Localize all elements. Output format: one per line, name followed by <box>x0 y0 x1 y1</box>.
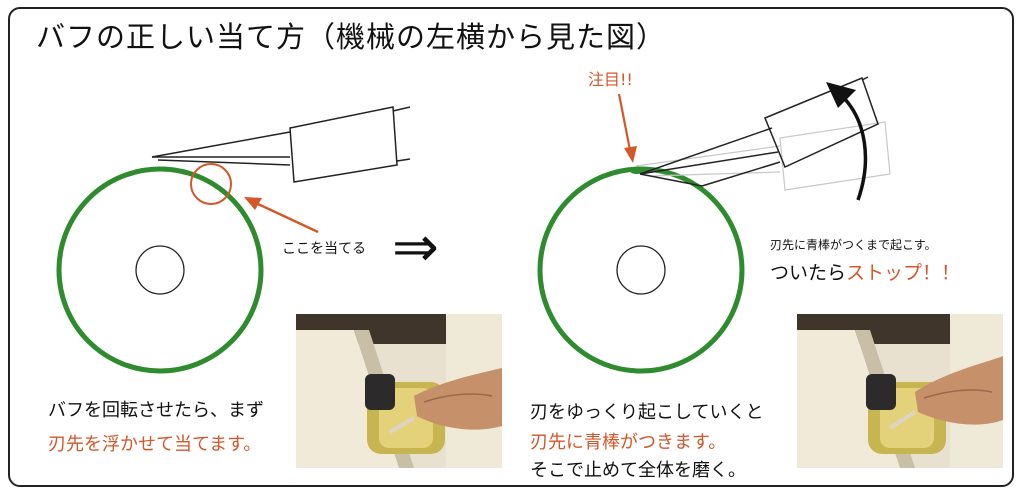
buff-wheel-left <box>56 166 264 374</box>
attention-arrow <box>617 93 632 151</box>
pointer-label: ここを当てる <box>282 241 366 257</box>
right-caption-line2: 刃先に青棒がつきます。 <box>530 432 727 453</box>
polish-contact-mark <box>630 168 644 174</box>
right-caption-line3: そこで止めて全体を磨く。 <box>530 460 746 481</box>
photo-left <box>296 314 502 468</box>
rotation-arrow <box>840 94 868 201</box>
knife-right-faded <box>635 121 891 191</box>
page-title: バフの正しい当て方（機械の左横から見た図） <box>36 20 667 54</box>
transition-arrow-symbol: ⇒ <box>392 215 439 280</box>
right-note-small: 刃先に青棒がつくまで起こす。 <box>770 238 937 252</box>
pointer-arrow-left <box>257 202 319 234</box>
photo-drawing-right <box>797 314 1003 468</box>
right-caption-line1: 刃をゆっくり起こしていくと <box>530 402 764 423</box>
knife-left <box>151 106 411 183</box>
knife-right <box>639 76 879 187</box>
attention-arrowhead <box>624 146 637 163</box>
wheel-hub-right <box>616 245 666 295</box>
contact-point-circle <box>190 163 232 205</box>
diagram-frame <box>8 7 1014 487</box>
right-note-highlight: ストップ！！ <box>846 262 961 284</box>
right-note-large: ついたらストップ！！ <box>770 258 960 285</box>
wheel-hub-left <box>135 245 185 295</box>
right-note-prefix: ついたら <box>770 262 847 284</box>
rotation-arrowhead <box>826 82 856 108</box>
pointer-arrowhead-left <box>244 197 262 210</box>
left-caption-line1: バフを回転させたら、まず <box>48 400 264 421</box>
buff-wheel-right <box>537 166 745 374</box>
attention-label: 注目!! <box>588 70 633 89</box>
left-caption-line2: 刃先を浮かせて当てます。 <box>48 434 262 455</box>
